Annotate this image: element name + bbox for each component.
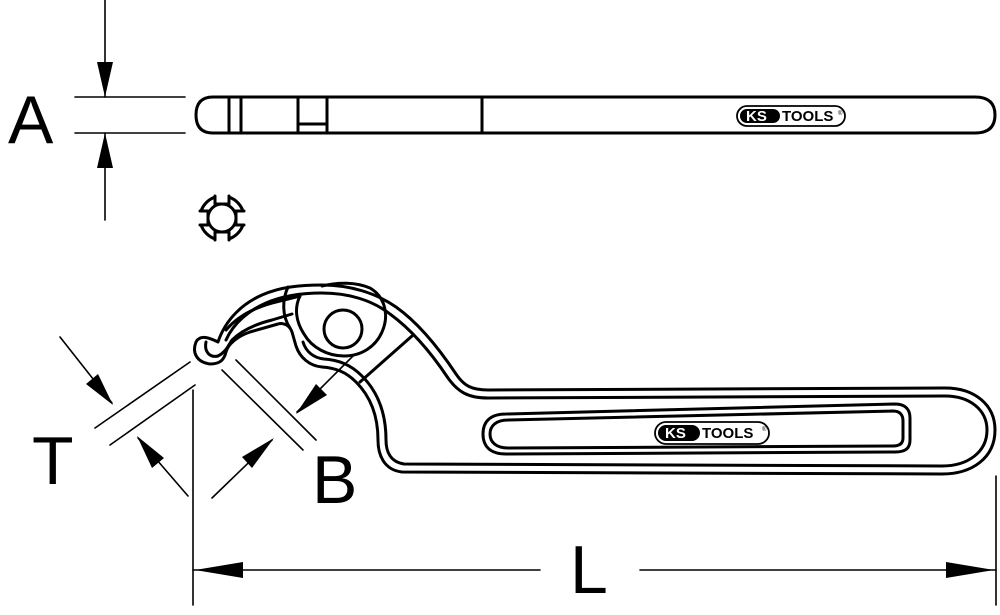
- dimension-t: T: [32, 336, 196, 499]
- side-view-notch: [296, 97, 329, 133]
- wrench-hook-tip: [204, 312, 294, 358]
- front-logo-ks: KS: [665, 425, 686, 442]
- wrench-neck-line: [358, 334, 414, 384]
- side-logo-tools: TOOLS: [782, 108, 833, 125]
- dimension-a: A: [8, 0, 186, 221]
- dimension-b: B: [211, 355, 357, 518]
- wrench-outline-inner: [224, 291, 989, 468]
- dimension-b-arrow-top: [296, 384, 327, 414]
- side-logo-reg: ®: [838, 110, 843, 117]
- dimension-l: L: [192, 389, 997, 608]
- dimension-l-arrow-right: [946, 562, 994, 578]
- dimension-t-arrow-top: [86, 374, 113, 405]
- side-view-outline: [194, 95, 997, 135]
- side-logo-ks: KS: [746, 108, 767, 125]
- round-nut-section-icon: [197, 193, 247, 243]
- wrench-front-view: KS TOOLS ®: [193, 281, 997, 476]
- side-view-logo: KS TOOLS ®: [736, 105, 846, 127]
- wrench-hook-band: [224, 294, 302, 332]
- side-view: KS TOOLS ®: [194, 95, 997, 135]
- dimension-b-arrow-bottom: [242, 438, 274, 468]
- dimension-t-arrow-bottom: [137, 436, 164, 468]
- dimension-a-arrow-top: [97, 62, 113, 97]
- dimension-l-label: L: [570, 532, 608, 608]
- dimension-a-label: A: [8, 82, 54, 158]
- wrench-hinge-joint: [282, 285, 292, 330]
- wrench-handle-slot-inner: [488, 409, 905, 450]
- front-view-logo: KS TOOLS ®: [654, 421, 770, 445]
- wrench-hinge-body: [295, 281, 387, 358]
- wrench-handle-slot: [481, 402, 912, 456]
- wrench-hinge-pin: [322, 308, 364, 350]
- front-logo-reg: ®: [762, 426, 767, 433]
- dimension-b-label: B: [312, 442, 357, 518]
- dimension-a-arrow-bottom: [97, 133, 113, 168]
- dimension-l-arrow-left: [195, 562, 243, 578]
- dimension-t-label: T: [32, 423, 74, 499]
- front-logo-tools: TOOLS: [702, 425, 753, 442]
